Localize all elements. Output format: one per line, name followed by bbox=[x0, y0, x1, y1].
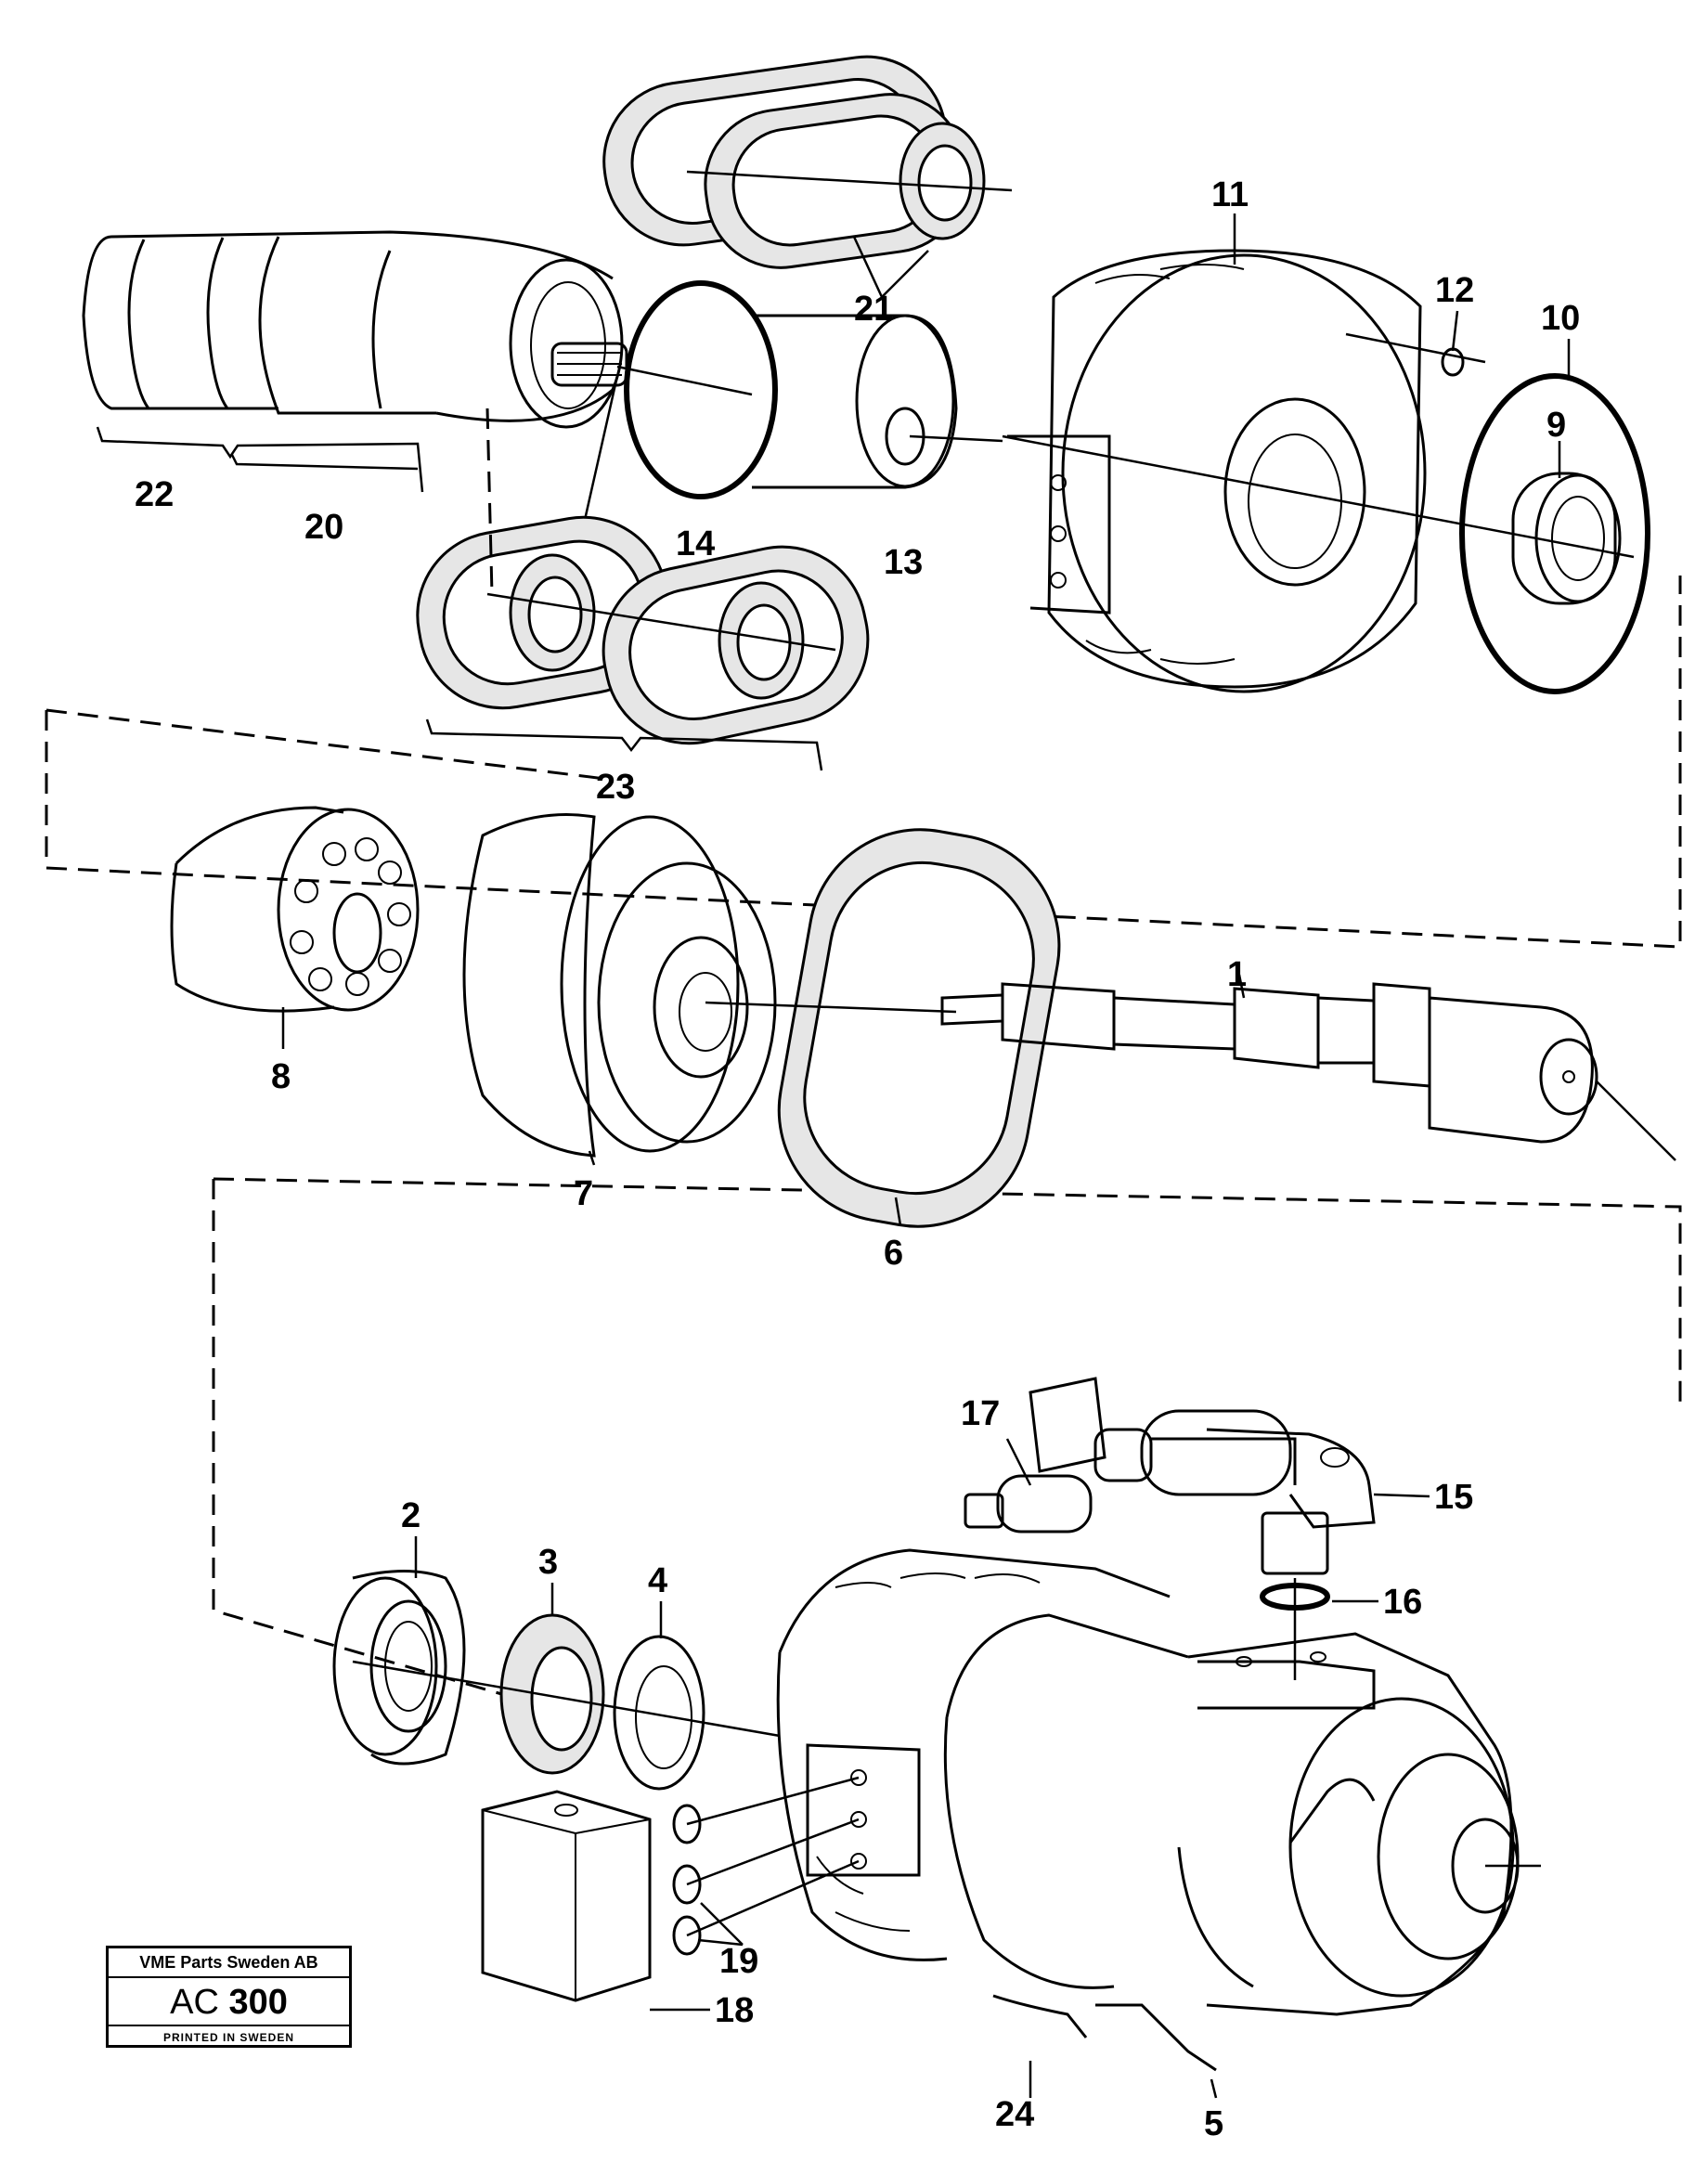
callout-4: 4 bbox=[648, 1561, 667, 1600]
callout-23: 23 bbox=[596, 768, 635, 807]
gasket-6 bbox=[777, 828, 1061, 1228]
callout-labels: 1 2 3 4 5 6 7 8 9 10 11 12 13 14 15 16 1… bbox=[135, 175, 1580, 2143]
callout-20: 20 bbox=[304, 508, 343, 547]
seal-3 bbox=[499, 1583, 605, 1775]
parts-9-10-12 bbox=[1441, 310, 1650, 694]
callout-1: 1 bbox=[1227, 955, 1247, 994]
stamp-code-number: 300 bbox=[228, 1983, 288, 2022]
callout-6: 6 bbox=[884, 1234, 903, 1273]
callout-21: 21 bbox=[854, 290, 893, 329]
callout-17: 17 bbox=[961, 1394, 1000, 1433]
block-18 bbox=[481, 1790, 710, 2012]
main-housing-5 bbox=[776, 1548, 1541, 2099]
callout-7: 7 bbox=[574, 1174, 593, 1213]
callout-8: 8 bbox=[271, 1057, 291, 1096]
valve-plate-7 bbox=[462, 813, 777, 1166]
callout-12: 12 bbox=[1435, 271, 1474, 310]
stamp-code: AC 300 bbox=[109, 1978, 349, 2025]
callout-18: 18 bbox=[715, 1991, 754, 2030]
callout-10: 10 bbox=[1541, 299, 1580, 338]
housing-11 bbox=[1002, 214, 1635, 693]
callout-16: 16 bbox=[1383, 1583, 1422, 1622]
washer-4 bbox=[613, 1601, 705, 1791]
callout-15: 15 bbox=[1434, 1478, 1473, 1517]
publisher-stamp: VME Parts Sweden AB AC 300 PRINTED IN SW… bbox=[106, 1946, 352, 2048]
callout-5: 5 bbox=[1204, 2104, 1223, 2143]
callout-22: 22 bbox=[135, 475, 174, 514]
callout-14: 14 bbox=[676, 524, 715, 563]
valve-assembly-15-17 bbox=[964, 1377, 1430, 1575]
callout-2: 2 bbox=[401, 1496, 421, 1535]
o-ring-14-and-sleeve-13 bbox=[583, 280, 1003, 522]
cylinder-block-8 bbox=[170, 806, 420, 1049]
stamp-code-prefix: AC bbox=[170, 1983, 219, 2022]
stamp-company: VME Parts Sweden AB bbox=[109, 1948, 349, 1978]
callout-24: 24 bbox=[995, 2095, 1034, 2134]
seal-kit-23 bbox=[416, 408, 870, 771]
o-ring-16 bbox=[1260, 1578, 1378, 1680]
callout-9: 9 bbox=[1546, 406, 1566, 445]
callout-19: 19 bbox=[719, 1942, 758, 1981]
o-rings-19 bbox=[672, 1776, 860, 1956]
callout-11: 11 bbox=[1211, 175, 1249, 214]
callout-3: 3 bbox=[538, 1543, 558, 1582]
seal-kit-21 bbox=[602, 55, 1013, 300]
stamp-printed: PRINTED IN SWEDEN bbox=[109, 2025, 349, 2049]
callout-13: 13 bbox=[884, 543, 923, 582]
shaft-1 bbox=[705, 974, 1676, 1161]
pump-unit-20-22 bbox=[82, 230, 628, 493]
